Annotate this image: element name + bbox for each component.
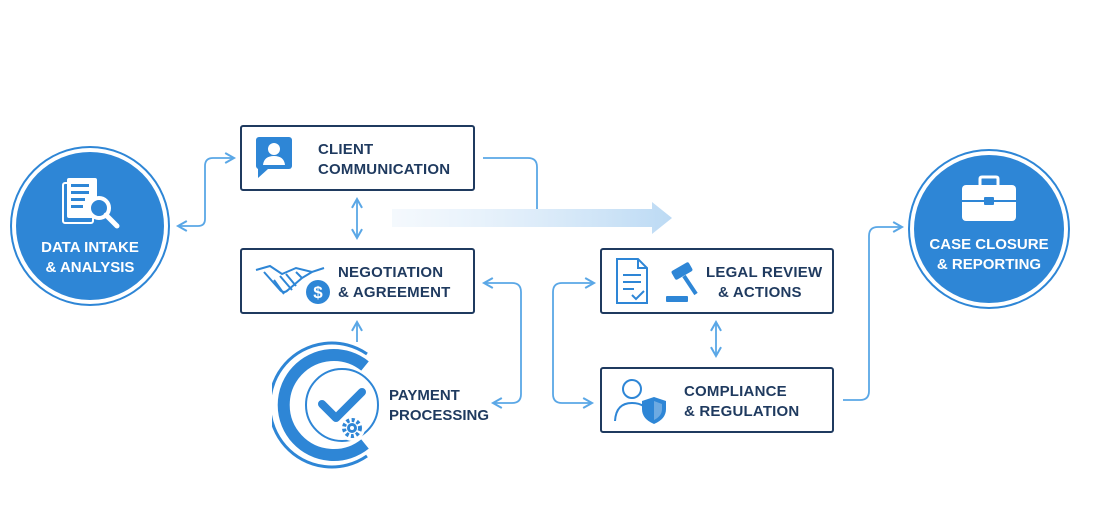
client-communication-label-2: COMMUNICATION	[318, 161, 451, 178]
negotiation-label-1: NEGOTIATION	[338, 264, 444, 281]
link-compliance-closure	[843, 221, 905, 401]
gavel-icon	[666, 262, 698, 302]
case-closure-label-1: CASE CLOSURE	[929, 236, 1049, 253]
compliance-label-1: COMPLIANCE	[684, 383, 787, 400]
link-client-flow	[483, 157, 538, 209]
payment-label-1: PAYMENT	[389, 387, 460, 404]
check-icon	[318, 388, 366, 422]
link-intake-client	[175, 152, 237, 232]
payment-processing-node	[272, 341, 379, 469]
compliance-node: COMPLIANCE & REGULATION	[600, 367, 834, 433]
handshake-dollar-icon: $	[255, 264, 330, 304]
legal-review-label-1: LEGAL REVIEW	[706, 264, 823, 281]
negotiation-label-2: & AGREEMENT	[338, 284, 451, 301]
legal-review-node: LEGAL REVIEW & ACTIONS	[600, 248, 834, 314]
link-negotiation-payment-side	[481, 277, 522, 409]
user-shield-icon	[614, 379, 666, 424]
data-intake-label-1: DATA INTAKE	[41, 239, 139, 256]
legal-review-label-2: & ACTIONS	[718, 284, 802, 301]
client-communication-label-1: CLIENT	[318, 141, 374, 158]
case-closure-node: CASE CLOSURE & REPORTING	[914, 155, 1064, 303]
data-intake-node: DATA INTAKE & ANALYSIS	[16, 152, 164, 300]
payment-label: PAYMENT PROCESSING	[389, 386, 489, 426]
client-communication-node: CLIENT COMMUNICATION	[240, 125, 475, 191]
data-intake-label-2: & ANALYSIS	[45, 259, 135, 276]
payment-label-2: PROCESSING	[389, 407, 490, 424]
compliance-label-2: & REGULATION	[684, 403, 800, 420]
document-check-icon	[616, 258, 648, 304]
flow-arrow	[392, 202, 672, 234]
briefcase-icon	[962, 175, 1016, 221]
case-closure-label-2: & REPORTING	[936, 256, 1042, 273]
negotiation-node: $ NEGOTIATION & AGREEMENT	[240, 248, 475, 314]
gear-icon	[339, 415, 365, 441]
chat-user-icon	[256, 137, 292, 178]
svg-text:$: $	[313, 283, 323, 302]
link-legal-compliance-bracket	[552, 277, 597, 409]
document-search-icon	[62, 178, 120, 229]
